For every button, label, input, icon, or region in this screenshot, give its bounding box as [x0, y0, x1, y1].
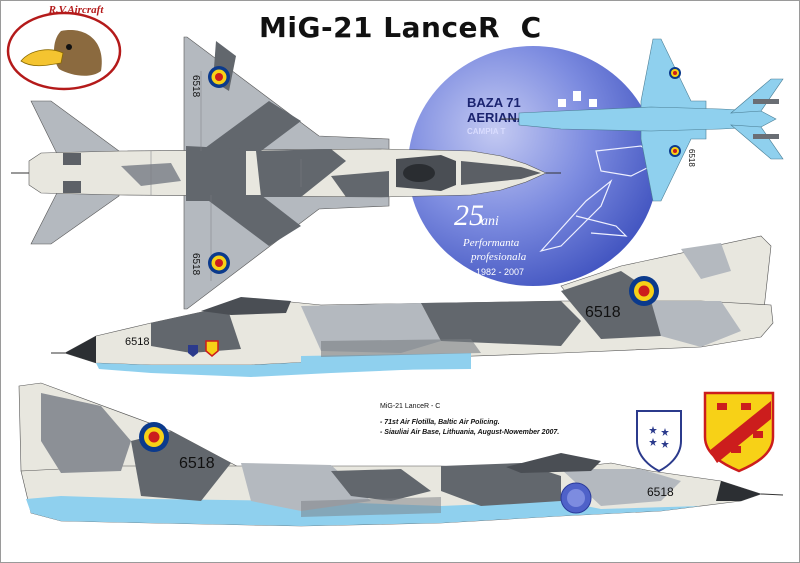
- maker-logo: [6, 11, 122, 91]
- serial-side2-nose: 6518: [647, 485, 674, 499]
- emblem-motto2: profesionala: [470, 251, 527, 263]
- side-view-2: 6518 6518: [18, 382, 784, 527]
- bottom-view: 6518: [501, 38, 784, 202]
- side-view-1: 6518 6518: [51, 235, 774, 377]
- top-view: 6518 6518: [11, 36, 561, 310]
- roundel-icon: [669, 145, 681, 157]
- roundel-icon: [669, 67, 681, 79]
- page-title: MiG-21 LanceR C: [259, 11, 542, 44]
- emblem-years: 1982 - 2007: [476, 267, 524, 277]
- emblem-word: ani: [481, 214, 499, 229]
- caption-line: - 71st Air Flotilla, Baltic Air Policing…: [380, 419, 500, 426]
- emblem-number: 25: [454, 199, 484, 232]
- emblem-motto1: Performanta: [462, 237, 520, 249]
- flotilla-crest-icon: [703, 391, 775, 473]
- roundel-icon: [208, 252, 230, 274]
- serial-top-aft: 6518: [190, 253, 201, 276]
- roundel-icon: [139, 422, 169, 452]
- serial-side1-nose: 6518: [125, 336, 149, 348]
- caption-line: - Siauliai Air Base, Lithuania, August-N…: [380, 429, 560, 436]
- caption-notes: MiG-21 LanceR - C - 71st Air Flotilla, B…: [380, 402, 559, 438]
- maker-logo-text: R.V.Aircraft: [48, 4, 104, 16]
- caption-heading: MiG-21 LanceR - C: [380, 403, 441, 410]
- base-badge-icon: [560, 482, 592, 514]
- serial-top-fwd: 6518: [190, 75, 201, 98]
- serial-side2-tail: 6518: [179, 455, 215, 472]
- emblem-castles-icon: [558, 91, 597, 107]
- emblem-line3: CAMPIA T: [467, 127, 505, 136]
- serial-side1-tail: 6518: [585, 304, 621, 321]
- base-emblem: BAZA 71 AERIANA CAMPIA T 25 ani Performa…: [408, 46, 663, 286]
- emblem-line2: AERIANA: [467, 110, 527, 125]
- squadron-badge-icon: [188, 340, 219, 357]
- emblem-jets-icon: [539, 145, 663, 253]
- roundel-icon: [629, 276, 659, 306]
- squadron-shield-icon: [636, 410, 682, 473]
- emblem-line1: BAZA 71: [467, 95, 521, 110]
- serial-bottom: 6518: [687, 149, 696, 167]
- roundel-icon: [208, 66, 230, 88]
